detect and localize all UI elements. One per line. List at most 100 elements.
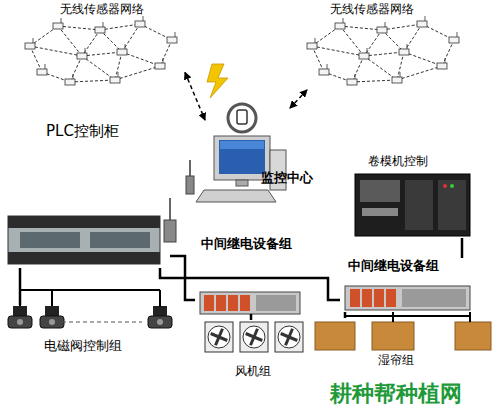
relay-group: 中间继电设备组 bbox=[195, 234, 307, 314]
drawn-stroke bbox=[115, 66, 160, 80]
sensor-icon bbox=[307, 43, 317, 49]
drawn-stroke bbox=[148, 316, 172, 328]
drawn-stroke bbox=[400, 72, 401, 77]
drawn-stroke bbox=[312, 46, 364, 56]
node-label: 风机组 bbox=[235, 364, 271, 378]
drawn-stroke bbox=[125, 44, 126, 49]
drawn-stroke bbox=[30, 46, 82, 56]
drawn-stroke bbox=[175, 32, 176, 37]
drawn-stroke bbox=[49, 319, 55, 325]
node-label: 无线传感器网络 bbox=[60, 2, 144, 16]
drawn-stroke bbox=[243, 326, 265, 348]
relay-device bbox=[345, 286, 470, 310]
drawn-stroke bbox=[315, 38, 316, 43]
drawn-stroke bbox=[215, 337, 219, 345]
sensor-icon bbox=[437, 63, 447, 69]
drawn-stroke bbox=[143, 16, 144, 21]
globe-icon bbox=[237, 110, 247, 124]
drawn-stroke bbox=[445, 58, 446, 63]
relay-group: 中间继电设备组 bbox=[340, 258, 472, 312]
drawn-stroke bbox=[355, 74, 356, 79]
wet-curtain bbox=[315, 312, 491, 350]
sensor-icon bbox=[25, 43, 35, 49]
computer bbox=[186, 136, 286, 202]
drawn-stroke bbox=[100, 24, 140, 30]
fan-icon bbox=[275, 322, 303, 352]
node-label: 监控中心 bbox=[261, 170, 313, 186]
drawn-stroke bbox=[157, 319, 163, 325]
drawn-stroke bbox=[250, 337, 254, 345]
drawn-stroke bbox=[61, 18, 62, 23]
drawn-stroke bbox=[33, 38, 34, 43]
drawn-stroke bbox=[70, 80, 115, 82]
drawn-stroke bbox=[208, 326, 230, 348]
drawn-stroke bbox=[73, 74, 74, 79]
sensor-icon bbox=[377, 27, 387, 33]
drawn-stroke bbox=[70, 56, 82, 82]
sensor-icon bbox=[347, 79, 357, 85]
drawn-stroke bbox=[58, 26, 100, 30]
drawn-stroke bbox=[352, 80, 397, 82]
drawn-stroke bbox=[254, 329, 258, 337]
sensor-icon bbox=[335, 23, 345, 29]
roller-controller bbox=[355, 174, 470, 236]
sensor-mesh bbox=[25, 16, 459, 85]
wire bbox=[20, 289, 160, 291]
drawn-stroke bbox=[82, 56, 115, 80]
drawn-stroke bbox=[51, 290, 53, 308]
drawn-stroke bbox=[352, 56, 364, 82]
drawn-stroke bbox=[340, 26, 382, 30]
drawn-stroke bbox=[160, 40, 172, 66]
node-label: 电磁阀控制组 bbox=[44, 338, 122, 354]
drawn-stroke bbox=[382, 24, 422, 30]
wire-connector bbox=[19, 268, 22, 305]
wireless-link bbox=[290, 90, 307, 108]
sensor-icon bbox=[449, 37, 459, 43]
drawn-stroke bbox=[159, 290, 161, 308]
network-region: 无线传感器网络 bbox=[15, 2, 185, 90]
drawn-stroke bbox=[367, 48, 368, 53]
drawn-stroke bbox=[17, 319, 23, 325]
monitor-center: 监控中心 bbox=[205, 108, 330, 212]
node-label: 无线传感器网络 bbox=[330, 2, 414, 16]
sensor-icon bbox=[155, 63, 165, 69]
sensor-icon bbox=[359, 53, 369, 59]
valve-icon bbox=[13, 306, 27, 316]
lightning-bolt bbox=[207, 64, 228, 98]
sensor-icon bbox=[65, 79, 75, 85]
roller-control: 卷模机控制 bbox=[350, 152, 472, 238]
globe-icon bbox=[228, 104, 256, 132]
wire-connector bbox=[461, 238, 464, 258]
drawn-stroke bbox=[163, 58, 164, 63]
drawn-stroke bbox=[327, 64, 328, 69]
drawn-stroke bbox=[364, 30, 382, 56]
sensor-icon bbox=[399, 49, 409, 55]
wireless-link bbox=[185, 72, 205, 120]
drawn-stroke bbox=[118, 72, 119, 77]
node-label: 湿帘组 bbox=[378, 353, 414, 367]
drawn-stroke bbox=[397, 66, 442, 80]
drawn-stroke bbox=[404, 52, 442, 66]
plc-device bbox=[8, 198, 176, 264]
wire-connector bbox=[344, 312, 347, 318]
plc-cabinet: PLC控制柜 bbox=[8, 118, 170, 268]
drawn-stroke bbox=[340, 26, 364, 56]
drawn-stroke bbox=[397, 52, 404, 80]
drawn-stroke bbox=[364, 56, 397, 80]
wire-connector bbox=[250, 314, 253, 320]
drawn-stroke bbox=[58, 26, 82, 56]
sensor-icon bbox=[167, 37, 177, 43]
sensor-icon bbox=[319, 69, 329, 75]
drawn-stroke bbox=[343, 18, 344, 23]
wire bbox=[159, 290, 161, 307]
node-label: 卷模机控制 bbox=[368, 154, 428, 168]
node-label: 中间继电设备组 bbox=[348, 258, 439, 274]
drawn-stroke bbox=[30, 46, 42, 72]
fan-icon bbox=[240, 322, 268, 352]
curtain-group: 湿帘组 bbox=[310, 318, 495, 370]
network-region: 无线传感器网络 bbox=[282, 2, 482, 90]
sensor-icon bbox=[135, 21, 145, 27]
sensor-icon bbox=[110, 77, 120, 83]
sensor-icon bbox=[37, 69, 47, 75]
valve-icon bbox=[153, 306, 167, 316]
